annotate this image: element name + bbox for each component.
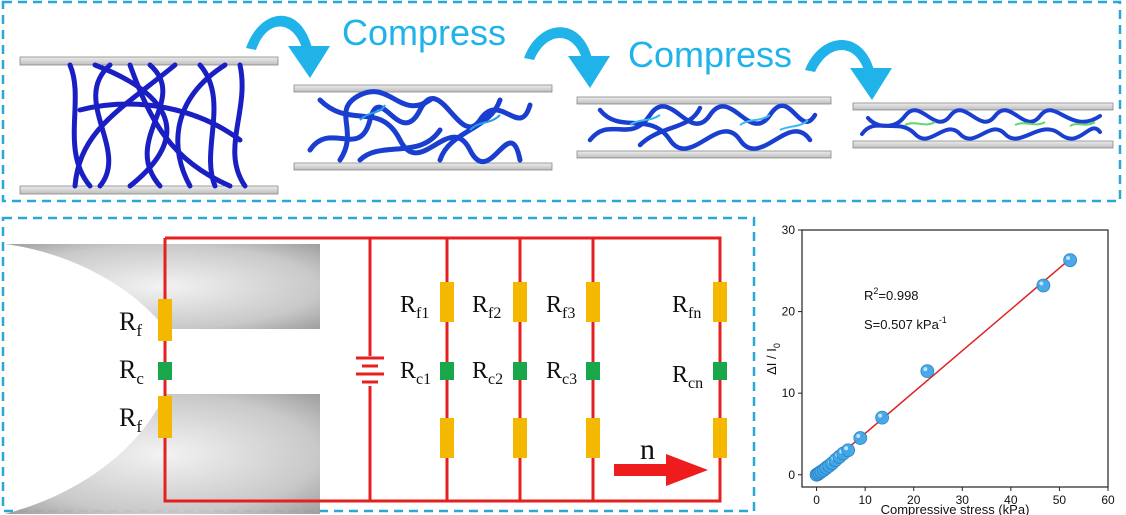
curved-arrows [246,15,892,100]
data-point-highlight [923,367,928,372]
x-tick-label: 50 [1053,493,1067,507]
plot-frame [801,229,1109,488]
resistor-rc [158,362,172,380]
data-point-highlight [844,446,849,451]
curved-arrow-icon [805,39,874,72]
curved-arrow-icon [524,27,592,60]
data-point-highlight [878,413,883,418]
label-rf1: Rf1 [400,292,429,322]
x-tick-label: 30 [956,493,970,507]
fiber-network [67,62,248,189]
data-point-highlight [1066,256,1071,261]
label-rc: Rc [119,355,144,388]
resistor-rf-lower [158,396,172,438]
data-point [853,431,868,445]
stress-highlights [629,114,809,131]
chart-svg: 0 10 20 30 40 50 60 0 10 20 30 R2=0.998 S=0.507 k… [764,223,1115,515]
y-tick-label: 20 [782,305,796,319]
y-ticks: 0 10 20 30 [782,223,802,482]
fiber-network [307,89,533,165]
arrow-head-icon [288,46,330,78]
label-rf-lower: Rf [119,403,142,436]
battery-icon [356,356,384,384]
circuit-panel: Rf Rc Rf Rf1 Rc1 Rf2 Rc2 Rf3 Rc3 Rfn Rcn… [0,214,760,515]
lower-fiber [5,394,320,514]
direction-arrow-icon [614,454,708,486]
sensitivity-chart: 0 10 20 30 40 50 60 0 10 20 30 R2=0.998 S=0.507 k… [760,214,1126,515]
label-rcn: Rcn [672,362,703,392]
stage-3-sponge [576,96,832,159]
arrow-head-icon [568,56,610,88]
label-rfn: Rfn [672,292,701,322]
x-ticks: 0 10 20 30 40 50 60 [813,487,1115,507]
top-panel-border [1,0,1122,203]
x-tick-label: 20 [907,493,921,507]
label-rc3: Rc3 [546,358,577,388]
data-point [920,364,935,379]
label-rc1: Rc1 [400,358,431,388]
y-tick-label: 0 [788,468,795,482]
compress-label-1: Compress [342,12,506,53]
branch-resistors [440,282,727,458]
data-point [875,410,890,425]
stress-highlights [359,104,501,131]
fiber-network [587,103,818,151]
compression-panel: Compress Compress [0,0,1126,206]
annotation-sensitivity: S=0.507 kPa-1 [864,315,947,332]
data-point-highlight [1039,281,1044,286]
x-tick-label: 60 [1101,493,1115,507]
data-point [1036,278,1051,293]
data-point [841,443,856,458]
fiber-network [860,108,1102,141]
resistor-rf-upper [158,299,172,341]
annotation-r2: R2=0.998 [864,286,919,303]
label-n: n [640,433,655,466]
x-tick-label: 40 [1004,493,1018,507]
arrow-head-icon [850,68,892,100]
stress-highlights [904,121,1096,127]
compression-illustration: Compress Compress [1,0,1122,203]
data-point-highlight [856,434,861,439]
compress-label-2: Compress [628,34,792,75]
data-points [809,253,1078,482]
y-axis-label: ΔI / I0 [764,343,782,375]
lower-plate [19,185,279,195]
y-tick-label: 30 [782,223,796,237]
x-axis-label: Compressive stress (kPa) [881,502,1030,515]
y-tick-label: 10 [782,386,796,400]
lower-plate [293,162,553,171]
upper-fiber [5,244,320,329]
label-rf-upper: Rf [119,307,142,340]
label-rf2: Rf2 [472,292,501,322]
curved-arrow-icon [246,15,312,50]
stage-1-sponge [19,56,279,195]
lower-plate [576,150,832,159]
upper-plate [852,102,1114,111]
label-rf3: Rf3 [546,292,575,322]
equivalent-circuit: Rf Rc Rf Rf1 Rc1 Rf2 Rc2 Rf3 Rc3 Rfn Rcn… [1,216,756,514]
upper-plate [576,96,832,105]
data-point [1063,253,1078,268]
upper-plate [293,84,553,93]
stage-4-sponge [852,102,1114,149]
lower-plate [852,140,1114,149]
x-tick-label: 0 [813,493,820,507]
x-tick-label: 10 [858,493,872,507]
stage-2-sponge [293,84,553,171]
label-rc2: Rc2 [472,358,503,388]
circuit-panel-border [1,216,756,513]
